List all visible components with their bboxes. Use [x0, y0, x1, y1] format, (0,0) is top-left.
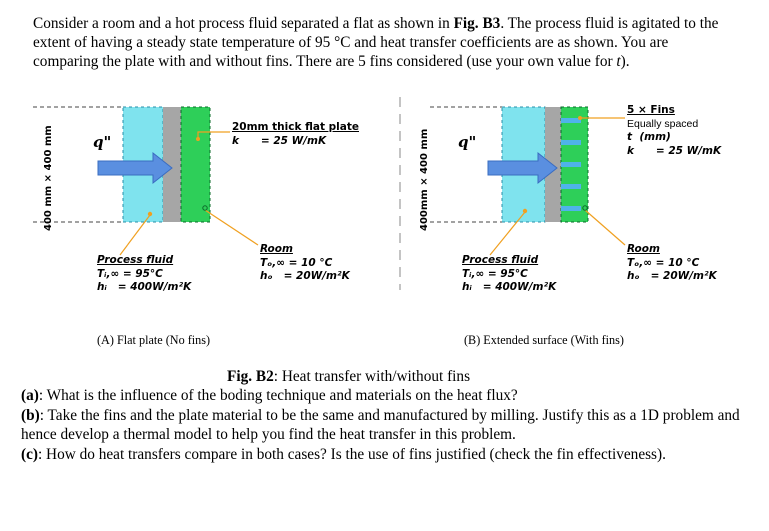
panel-b-caption: (B) Extended surface (With fins) [464, 333, 624, 347]
panel-a-heat-arrow [97, 151, 173, 185]
panel-b-fluid-label: Process fluid Tᵢ,∞ = 95°C hᵢ = 400W/m²K [462, 254, 556, 295]
panel-b-room-label: Room Tₒ,∞ = 10 °C hₒ = 20W/m²K [627, 243, 717, 284]
panel-a-plate-label: 20mm thick flat plate k = 25 W/mK [232, 121, 359, 148]
panel-b-room-title: Room [627, 243, 660, 255]
panel-a-room-title: Room [260, 243, 293, 255]
panel-a-plate [163, 107, 181, 222]
panel-b-fins-title: 5 × Fins [627, 104, 675, 116]
question-c: (c): How do heat transfers compare in bo… [21, 445, 666, 463]
panel-a-fluid-h: hᵢ = 400W/m²K [97, 281, 192, 293]
panel-b-room-h: hₒ = 20W/m²K [627, 270, 717, 282]
questions: (a): What is the influence of the boding… [21, 386, 741, 464]
question-b: (b): Take the fins and the plate materia… [21, 406, 740, 444]
panel-a-room-h: hₒ = 20W/m²K [260, 270, 350, 282]
panel-b-dimension-label: 400mm × 400 mm [419, 128, 430, 231]
panel-b-flux-label: q" [458, 133, 477, 151]
fin [561, 118, 581, 123]
panel-b-fluid-title: Process fluid [462, 254, 539, 266]
fin [561, 206, 581, 211]
panel-a-fluid-label: Process fluid Tᵢ,∞ = 95°C hᵢ = 400W/m²K [97, 254, 191, 295]
panel-b-heat-arrow [487, 151, 558, 185]
panel-b-fluid-temp: Tᵢ,∞ = 95°C [462, 267, 528, 280]
panel-b-fins-spacing: Equally spaced [627, 117, 699, 130]
panel-a-dimension-label: 400 mm × 400 mm [43, 125, 54, 231]
panel-a-fluid-temp: Tᵢ,∞ = 95°C [97, 267, 163, 280]
fin [561, 162, 581, 167]
panel-a-caption: (A) Flat plate (No fins) [97, 333, 211, 347]
panel-b-fluid-h: hᵢ = 400W/m²K [462, 281, 557, 293]
fin [561, 184, 581, 189]
panel-a-drawing [33, 106, 259, 256]
figure-caption: Fig. B2: Heat transfer with/without fins [227, 368, 471, 385]
panel-a-room-region [180, 106, 211, 223]
panel-a-plate-title: 20mm thick flat plate [232, 121, 359, 133]
panel-b-fins-thickness: t (mm) [627, 131, 671, 143]
panel-b-fins-label: 5 × Fins Equally spaced t (mm) k = 25 W/… [627, 104, 721, 158]
panel-b-drawing [430, 106, 626, 256]
panel-a-plate-k: k = 25 W/mK [232, 134, 327, 147]
intro-paragraph: Consider a room and a hot process fluid … [33, 15, 719, 70]
panel-b-fins-k: k = 25 W/mK [627, 144, 722, 157]
question-a: (a): What is the influence of the boding… [21, 387, 518, 404]
panel-a-fluid-title: Process fluid [97, 254, 174, 266]
panel-a-room-label: Room Tₒ,∞ = 10 °C hₒ = 20W/m²K [260, 243, 350, 284]
panel-a-flux-label: q" [93, 133, 112, 151]
fin [561, 140, 581, 145]
panel-a-room-temp: Tₒ,∞ = 10 °C [260, 256, 333, 269]
panel-b-room-temp: Tₒ,∞ = 10 °C [627, 256, 700, 269]
